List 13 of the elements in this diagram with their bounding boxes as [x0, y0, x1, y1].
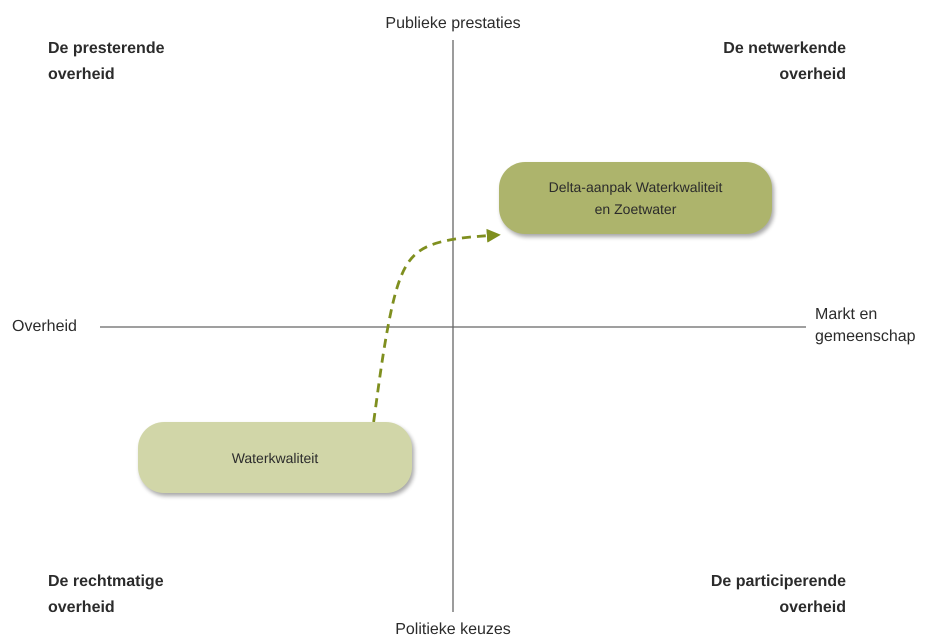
- quadrant-label: De participerende overheid: [710, 572, 846, 618]
- axis-label: Markt en gemeenschap: [815, 305, 917, 347]
- node-label: Waterkwaliteit: [232, 448, 318, 468]
- quadrant-label: De netwerkende overheid: [722, 39, 846, 85]
- node-label: Delta-aanpak Waterkwaliteit en Zoetwater: [548, 178, 724, 219]
- quadrant-label: De presterende overheid: [48, 39, 166, 85]
- axis-label: Overheid: [12, 317, 78, 337]
- rounded-box: [499, 162, 772, 234]
- quadrant-label: De rechtmatige overheid: [48, 572, 165, 618]
- dashed-arrow: [372, 228, 501, 422]
- axis-label: Publieke prestaties: [384, 14, 522, 34]
- rounded-box: [138, 422, 412, 493]
- axis-label: Politieke keuzes: [394, 620, 512, 640]
